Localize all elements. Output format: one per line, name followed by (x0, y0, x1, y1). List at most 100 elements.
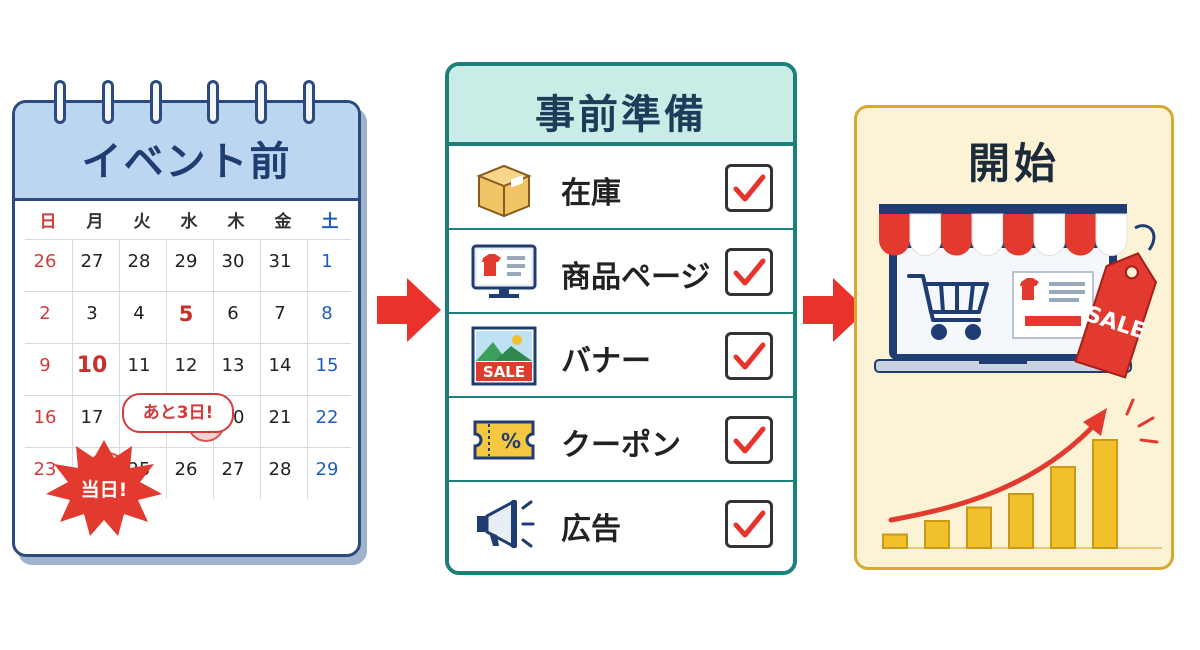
calendar-date: 28 (127, 251, 151, 272)
banner-icon: SALE (471, 326, 537, 386)
calendar-date: 16 (33, 407, 57, 428)
binder-ring (102, 80, 114, 124)
grid-line (307, 239, 308, 499)
checkbox-checked[interactable] (725, 164, 773, 212)
checkbox-checked[interactable] (725, 500, 773, 548)
calendar-date: 23 (33, 459, 57, 480)
checkmark-icon (733, 258, 766, 286)
calendar-date: 3 (86, 303, 98, 324)
awning-stripes (879, 213, 1128, 256)
checklist-row-ads: 広告 (449, 482, 793, 566)
start-title: 開始 (967, 139, 1060, 188)
calendar-date: 1 (321, 251, 333, 272)
flow-arrow-2 (803, 278, 867, 342)
calendar-date: 5 (178, 302, 194, 326)
coupon-icon: % (473, 420, 535, 460)
preparation-header: 事前準備 (449, 66, 793, 146)
event-day-text: 当日! (81, 478, 128, 501)
checkbox-checked[interactable] (725, 248, 773, 296)
checkmark-icon (733, 174, 766, 202)
shirt-icon (1020, 278, 1039, 300)
checklist-row-coupon: % クーポン (449, 398, 793, 482)
calendar-date: 12 (174, 355, 198, 376)
checkbox-checked[interactable] (725, 332, 773, 380)
calendar-date: 26 (174, 459, 198, 480)
grid-line (25, 291, 351, 292)
weekday-sat: 土 (321, 212, 339, 232)
preparation-title: 事前準備 (535, 92, 707, 138)
calendar-header: イベント前 (15, 103, 358, 201)
banner-sale-text: SALE (483, 363, 525, 381)
grid-line (25, 343, 351, 344)
weekday-fri: 金 (274, 212, 292, 232)
checklist-row-stock: 在庫 (449, 146, 793, 230)
growth-bar (1050, 466, 1076, 549)
weekday-tue: 火 (133, 212, 151, 232)
megaphone-icon (477, 499, 535, 549)
growth-bar (1008, 493, 1034, 549)
calendar-date: 7 (274, 303, 286, 324)
binder-ring (54, 80, 66, 124)
weekday-mon: 月 (86, 212, 104, 232)
calendar-date: 11 (127, 355, 151, 376)
calendar-date: 30 (221, 251, 245, 272)
checklist-row-product-page: 商品ページ (449, 230, 793, 314)
checkmark-icon (733, 510, 766, 538)
grid-line (166, 239, 167, 499)
calendar-date: 27 (221, 459, 245, 480)
calendar-date: 6 (227, 303, 239, 324)
checklist-label: 商品ページ (561, 260, 711, 295)
growth-bar (1092, 439, 1118, 549)
calendar-date: 29 (174, 251, 198, 272)
calendar-date: 26 (33, 251, 57, 272)
grid-line (72, 239, 73, 499)
growth-arrow-line (888, 417, 1102, 523)
coupon-percent-text: % (501, 429, 521, 453)
countdown-bubble: あと3日! (122, 393, 234, 433)
sale-tag: SALE (1074, 224, 1158, 379)
weekday-wed: 水 (180, 212, 198, 232)
checkbox-checked[interactable] (725, 416, 773, 464)
growth-bar (882, 533, 908, 549)
calendar-date: 31 (268, 251, 292, 272)
checklist-row-banner: SALE バナー (449, 314, 793, 398)
countdown-text: あと3日! (142, 403, 214, 423)
calendar-date: 17 (80, 407, 104, 428)
checklist-label: 広告 (561, 512, 621, 547)
growth-bar (924, 520, 950, 549)
online-store-illustration (874, 204, 1132, 373)
event-day-burst: 当日! (46, 440, 162, 536)
growth-chart (882, 398, 1162, 549)
growth-bar (966, 506, 992, 549)
calendar-date: 29 (315, 459, 339, 480)
calendar-panel: イベント前 日 月 火 水 木 金 土 (12, 80, 367, 565)
grid-line (25, 239, 351, 240)
binder-ring (207, 80, 219, 124)
calendar-date: 13 (221, 355, 245, 376)
calendar-date: 2 (39, 303, 51, 324)
calendar-date: 14 (268, 355, 292, 376)
weekday-thu: 木 (227, 212, 245, 232)
grid-line (25, 447, 351, 448)
calendar-date: 9 (39, 355, 51, 376)
cart-icon (907, 274, 989, 340)
calendar-date: 4 (133, 303, 145, 324)
grid-line (213, 239, 214, 499)
start-panel: 開始 (854, 105, 1174, 570)
monitor-icon (471, 244, 537, 298)
grid-line (260, 239, 261, 499)
weekday-sun: 日 (39, 212, 57, 232)
growth-arrow-head (1083, 408, 1107, 436)
flow-arrow-1 (377, 278, 441, 342)
calendar-date: 8 (321, 303, 333, 324)
binder-ring (303, 80, 315, 124)
calendar-date: 27 (80, 251, 104, 272)
calendar-body: イベント前 日 月 火 水 木 金 土 (12, 100, 361, 557)
checklist-label: クーポン (561, 428, 681, 463)
calendar-date: 22 (315, 407, 339, 428)
checklist-label: 在庫 (561, 176, 621, 211)
checkmark-icon (733, 342, 766, 370)
binder-ring (150, 80, 162, 124)
checklist-label: バナー (561, 344, 651, 379)
calendar-date: 10 (76, 353, 108, 378)
